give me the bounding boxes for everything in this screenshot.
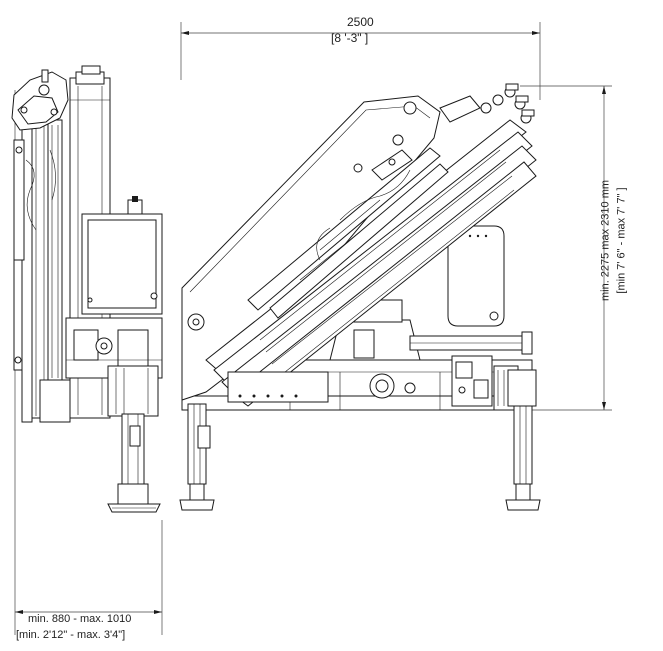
crane-side-view: [11, 65, 163, 513]
top-width-imperial: [8 '-3" ]: [331, 31, 369, 45]
crane-front-view: [179, 83, 541, 511]
dimension-right-height: [520, 85, 612, 411]
right-height-imperial: [min 7' 6" - max 7' 7" ]: [615, 187, 628, 294]
bottom-width-imperial: [min. 2'12" - max. 3'4"]: [16, 629, 126, 641]
dimension-top-width: [180, 22, 541, 100]
bottom-width-value: min. 880 - max. 1010: [28, 613, 132, 625]
top-width-value: 2500: [347, 15, 374, 29]
right-height-value: min. 2275 max 2310 mm: [599, 179, 612, 302]
boom-tip-pins: [480, 83, 535, 124]
